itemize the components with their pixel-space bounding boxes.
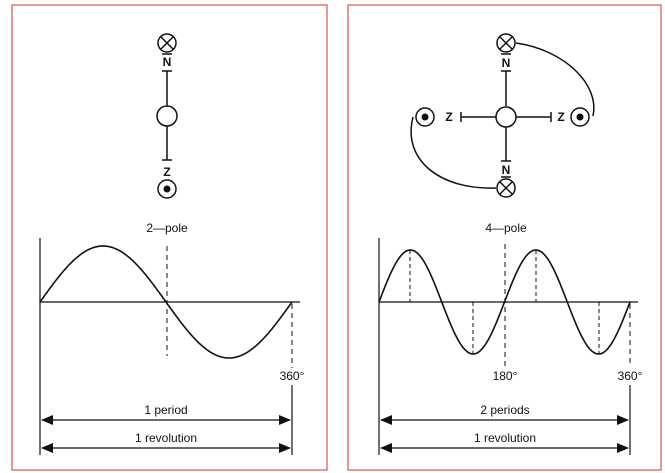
right-bottom-pole-cross-icon [496,178,516,198]
right-bottom-pole-label: N [502,163,511,177]
left-sine-curve [39,245,293,359]
right-waveform [378,238,638,455]
upper-right-connection-arc [515,42,595,117]
right-caption: 4—pole [485,221,527,235]
bottom-pole-dot-icon [157,179,177,199]
left-period-label: 1 period [144,403,187,417]
right-panel: N N Z Z 4—pole 180° 360° 2 periods 1 rev… [347,4,662,471]
left-top-pole-label: N [163,55,172,69]
four-pole-rotor [410,33,595,198]
two-pole-rotor [156,33,178,199]
right-end-degree-label: 360° [618,369,643,383]
left-revolution-label: 1 revolution [135,431,197,445]
rotor-center-circle [156,105,178,127]
right-left-pole-label: Z [445,110,452,124]
right-rotor-center-circle [495,106,517,128]
left-end-degree-label: 360° [280,369,305,383]
left-caption: 2—pole [146,221,188,235]
left-waveform [39,238,300,455]
right-panel-frame [347,4,662,471]
right-revolution-label: 1 revolution [474,431,536,445]
right-left-pole-dot-icon [415,107,435,127]
right-top-pole-label: N [502,56,511,70]
lower-left-connection-arc [410,116,497,189]
right-mid-degree-label: 180° [493,369,518,383]
right-period-label: 2 periods [480,403,529,417]
right-right-pole-label: Z [557,110,564,124]
top-pole-cross-icon [157,33,177,53]
right-top-pole-cross-icon [496,33,516,53]
left-bottom-pole-label: Z [163,165,170,179]
right-right-pole-dot-icon [570,107,590,127]
left-panel: N Z 2—pole 360° 1 period 1 revolution [11,4,328,471]
left-panel-frame [11,4,328,471]
